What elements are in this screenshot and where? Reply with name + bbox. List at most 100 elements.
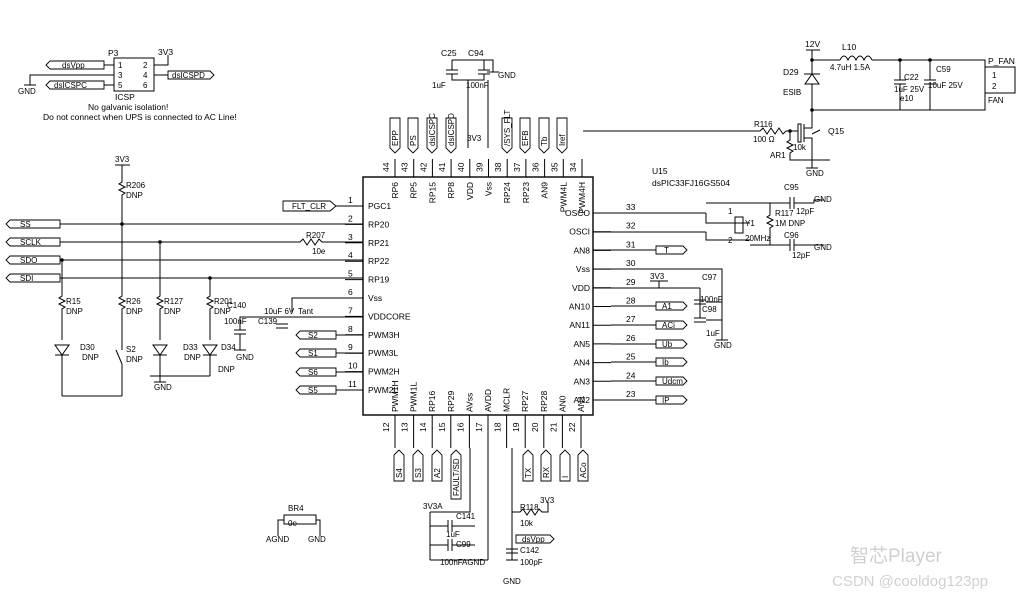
u15-pin-16-number: 16 [455,422,465,432]
r206-value: DNP [126,191,143,200]
u15-pin-31-number: 31 [626,239,636,249]
top-net-flag-4: /SYS_FLT [503,110,512,146]
right-flag-3: Ib [662,358,669,367]
r117-ref: R117 [775,209,794,218]
u15-pin-36-number: 36 [531,162,541,172]
pwm-flag-0: S2 [308,331,318,340]
p3-net-dsvpp: dsVpp [62,61,85,70]
fan-conn-label: FAN [988,96,1004,105]
u15-pin-32-name: OSCI [569,227,590,237]
right-flag-2: Ub [662,340,673,349]
r26-ref: R26 [126,297,141,306]
c139-ref: C139 [258,317,278,326]
u15-pin-11-number: 11 [348,379,357,389]
bottom-gnd: GND [503,577,521,586]
d29-value: ESIB [783,88,801,97]
u15-pin-18-name: MCLR [502,388,512,412]
u15-pin-38-number: 38 [493,162,503,172]
fan-conn-pin-1: 1 [992,71,997,80]
fan-conn-pin-2: 2 [992,82,997,91]
d30-value: DNP [82,353,99,362]
top-net-flag-0: EPP [391,130,400,146]
c97-value: 100nF [700,295,723,304]
c59-value: 10uF 25V [928,81,963,90]
flag-ss: SS [20,220,31,229]
u15-pin-23-number: 23 [626,389,636,399]
u15-pin-4-name: RP22 [368,256,390,266]
u15-pin-25-number: 25 [626,352,636,362]
u15-pin-27-name: AN11 [569,320,590,330]
top-net-flag-6: Tb [540,136,549,146]
u15-pin-35-name: PWM4L [558,182,568,213]
u15-pin-44-number: 44 [381,162,391,172]
top-net-flag-1: PS [409,135,418,146]
p3-note-2: Do not connect when UPS is connected to … [43,112,237,122]
r207-value: 10e [312,247,326,256]
u15-pin-43-number: 43 [400,162,410,172]
flag-t: T [664,246,669,255]
u15-pin-24-name: AN3 [573,376,590,386]
bottom-flag-7: ACo [579,462,588,478]
u15-pin-30-number: 30 [626,258,636,268]
u15-pin-1-name: PGC1 [368,201,391,211]
c99-ref: C99 [456,540,471,549]
u15-ref: U15 [652,166,668,176]
p3-net-dsicspd: dsICSPD [172,71,205,80]
c95-ref: C95 [784,183,799,192]
r206-3v3: 3V3 [115,155,130,164]
br4-value: 0e [288,519,297,528]
c98-ref: C98 [702,305,717,314]
c140-value: 100nF [224,317,247,326]
icsp-header-p3: P3 1 2 3 4 5 6 3V3 dsVpp dsICSPD dsICSPC… [18,47,237,122]
r201-ref: R201 [214,297,234,306]
fan-driver: 12V L10 4.7uH 1.5A D29 ESIB C22 1uF 25V … [583,39,1016,178]
u15-pin-8-number: 8 [348,324,353,334]
fan-12v: 12V [805,39,820,49]
bottom-3v3a: 3V3A [423,502,443,511]
u15-pin-23-name: AN2 [573,395,590,405]
u15-pin-32-number: 32 [626,221,636,231]
br4-agnd: AGND [266,535,289,544]
flag-sdo: SDO [20,256,37,265]
c99-value: 100nF [440,558,463,567]
right-flag-5: IP [662,396,670,405]
p3-label: ICSP [115,92,135,102]
y1-pin-1: 1 [728,207,733,216]
r127-ref: R127 [164,297,184,306]
r116-value: 100 Ω [753,135,775,144]
u15-pin-19-number: 19 [511,422,521,432]
u15-pin-28-name: AN10 [569,302,591,312]
u15-pin-26-name: AN5 [573,339,590,349]
u15-pin-12-name: PWM1H [390,380,400,412]
u15-pin-5-number: 5 [348,269,353,279]
r118-value: 10k [520,519,534,528]
u15-left-pins: 1PGC12RP203RP214RP225RP196Vss7VDDCORE8PW… [345,195,411,395]
flag-sdi: SDI [20,274,33,283]
bridge-br4: BR4 0e AGND GND [266,504,326,544]
c96-value: 12pF [792,251,810,260]
flag-sclk: SCLK [20,238,42,247]
y1-pin-2: 2 [728,236,733,245]
u15-pin-37-name: RP23 [521,182,531,204]
c22-value-2: e10 [900,94,914,103]
watermark-brand: 智芯Player [850,545,943,567]
p3-pin-6: 6 [143,81,148,90]
pwm-flag-2: S6 [308,368,318,377]
p3-pin-2: 2 [143,61,148,70]
u15-pin-43-name: RP5 [409,182,419,199]
u15-pin-20-number: 20 [530,422,540,432]
c140-ref: C140 [227,301,247,310]
u15-pin-44-name: RP6 [390,182,400,199]
c139-value: 10uF 6V [264,307,295,316]
ar1-value: 10k [793,143,807,152]
u15-pin-21-name: AN0 [557,395,567,412]
u15-pin-17-name: AVDD [483,389,493,412]
left-nets: FLT_CLR SS SCLK R207 10e SDO SDI 3V3 R20… [5,155,363,397]
u15-pin-36-name: AN9 [540,182,550,199]
fan-conn-ref: P_FAN [988,56,1015,66]
u15-pin-22-name: AN1 [576,395,586,412]
